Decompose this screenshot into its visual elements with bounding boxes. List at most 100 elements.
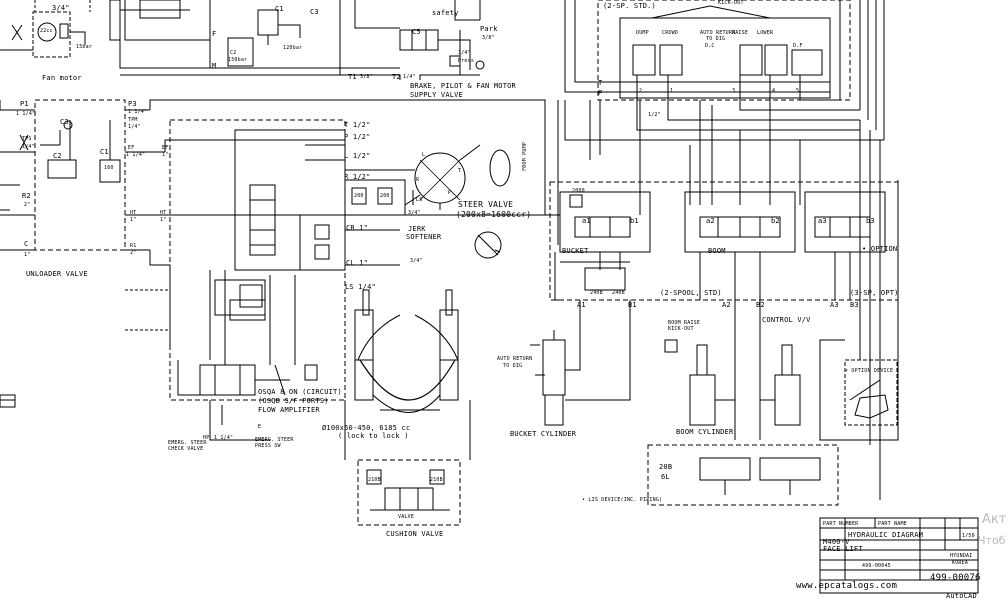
p1-label: P1 <box>20 100 29 108</box>
pilot-t-label: T <box>598 79 603 87</box>
supply-valve-title-2: SUPPLY VALVE <box>410 91 463 99</box>
bar120-label: 120bar <box>283 45 303 51</box>
control-vv-label: CONTROL V/V <box>762 316 811 324</box>
c1-value-label: 160 <box>104 165 114 171</box>
pilot-port-5: 5 <box>796 88 800 94</box>
steer-cylinders <box>344 289 471 460</box>
emerg-check-label-1: EMERG. STEER <box>168 440 207 446</box>
tb-drawing-number: 499-00076 <box>930 573 981 583</box>
jerk-label: JERK <box>408 225 426 233</box>
steer-34b-label: 3/4" <box>410 258 423 264</box>
steer-t-port: T <box>458 168 462 174</box>
port-A1-label: A1 <box>577 301 586 309</box>
pilot-valve-block <box>564 0 885 141</box>
steer-p-port: P <box>448 190 452 196</box>
ef2-label: EF <box>162 145 169 151</box>
cv-2spool-label: (2-SPOOL, STD) <box>660 289 722 297</box>
steer-p-label: P 1/2" <box>344 133 371 141</box>
lis-20b-label: 20B <box>659 463 673 471</box>
steer-200a-label: 200 <box>354 193 364 199</box>
raise-label: RAISE <box>732 30 749 36</box>
pilot-port-3: 3 <box>732 88 736 94</box>
pilot-sp-std-label: (2-SP. STD.) <box>603 2 656 10</box>
tps-size-label: 1/4" <box>22 144 35 150</box>
title-block-frame <box>819 517 979 594</box>
safety-label: safety <box>432 9 459 17</box>
c3-top-label: C3 <box>310 8 319 16</box>
steer-valve-title: STEER VALVE <box>458 200 514 209</box>
tb-scale: 1/50 <box>962 533 975 539</box>
fan-motor-circuit <box>0 0 485 80</box>
ef2-size-label: 1" <box>162 152 169 158</box>
r1-label: R1 <box>130 243 137 249</box>
unloader-valve-title: UNLOADER VALVE <box>26 270 88 278</box>
dump-label: DUMP <box>636 30 649 36</box>
osqa-label: OSQA 8 ON (CIRCUIT) <box>258 388 342 396</box>
hp-size-label: 1 1/4" <box>214 435 234 441</box>
tb-dwg-small: 499-00045 <box>862 563 891 569</box>
ef-label: EF <box>128 145 135 151</box>
from-pump-label: FROM PUMP <box>522 142 528 171</box>
watermark-line-2: Чтоб <box>978 534 1006 547</box>
port-B1-label: B1 <box>628 301 637 309</box>
option-device <box>844 359 898 426</box>
boom-raise-label-1: BOOM RAISE <box>668 320 701 326</box>
ht-size-label: 1" <box>130 217 137 223</box>
emerg-press-label-1: EMERG. STEER <box>255 437 294 443</box>
bucket-cylinder <box>530 330 631 426</box>
c1-top-label: C1 <box>275 5 284 13</box>
t1-size-label: 3/8" <box>360 74 373 80</box>
t2-size-label: 1/4" <box>403 74 416 80</box>
tpm-label: TPM <box>128 117 138 123</box>
tb-part-name: PART NAME <box>878 521 907 527</box>
half-inch-label: 1/2" <box>648 112 661 118</box>
c-label: C <box>24 240 29 248</box>
steer-valve <box>345 144 511 259</box>
press-label: Press <box>458 58 475 64</box>
pilot-port-2: 2 <box>639 88 643 94</box>
osqb-label: (OSQB S/F PORTS) <box>258 397 329 405</box>
p3-label: P3 <box>128 100 137 108</box>
to-dig-top-label: TO DIG <box>706 36 726 42</box>
boom-cylinder-label: BOOM CYLINDER <box>676 428 734 436</box>
cushion-valve-label: VALVE <box>398 514 415 520</box>
emerg-press-label-2: PRESS SW <box>255 443 281 449</box>
steer-200b-label: 200 <box>380 193 390 199</box>
auto-return-top-label: AUTO RETURN <box>700 30 736 36</box>
steer-34a-label: 3/4" <box>408 210 421 216</box>
tb-company: HYUNDAI <box>950 553 973 559</box>
fan-cc-label: 22cc <box>40 28 53 34</box>
steer-r-label: R 1/2" <box>344 173 371 181</box>
cv-a3-label: a3 <box>818 217 827 225</box>
fan-pressure-label: 3/4" <box>52 4 70 12</box>
steer-l-label: L 1/2" <box>344 152 371 160</box>
cv-240a-label: 240B <box>590 290 603 296</box>
c2-left-label: C2 <box>53 152 62 160</box>
pilot-port-4: 4 <box>772 88 776 94</box>
steer-r-port: R <box>416 177 420 183</box>
lis-6l-label: 6L <box>661 473 670 481</box>
tb-title: HYDRAULIC DIAGRAM <box>848 531 924 539</box>
flow-amplifier-title: FLOW AMPLIFIER <box>258 406 320 414</box>
t2-label: T2 <box>392 73 401 81</box>
softener-label: SOFTENER <box>406 233 442 241</box>
cv-bucket-label: BUCKET <box>562 247 589 255</box>
tb-model-1: M400-V <box>823 538 850 546</box>
ef-size-label: 1 1/4" <box>126 152 146 158</box>
c3-left-label: C3 <box>60 118 69 126</box>
pilot-p-label: P <box>598 89 603 97</box>
steer-cr-label: CR 1" <box>346 224 369 232</box>
unloader-valve <box>0 99 345 251</box>
dc-label: D.C <box>705 43 715 49</box>
park-label: Park <box>480 25 498 33</box>
boom-cylinders <box>664 300 801 440</box>
emerg-check-label-2: CHECK VALVE <box>168 446 204 452</box>
cv-option-label: • OPTION <box>862 245 898 253</box>
tb-website: www.epcatalogs.com <box>796 581 898 591</box>
f-label: F <box>212 30 217 38</box>
kick-out-top-label: KICK-OUT <box>718 0 744 6</box>
lower-label: LOWER <box>757 30 774 36</box>
dlf-label: D.F <box>793 43 803 49</box>
supply-valve-title-1: BRAKE, PILOT & FAN MOTOR <box>410 82 516 90</box>
steer-ls-label: LS 1/4" <box>345 283 376 291</box>
